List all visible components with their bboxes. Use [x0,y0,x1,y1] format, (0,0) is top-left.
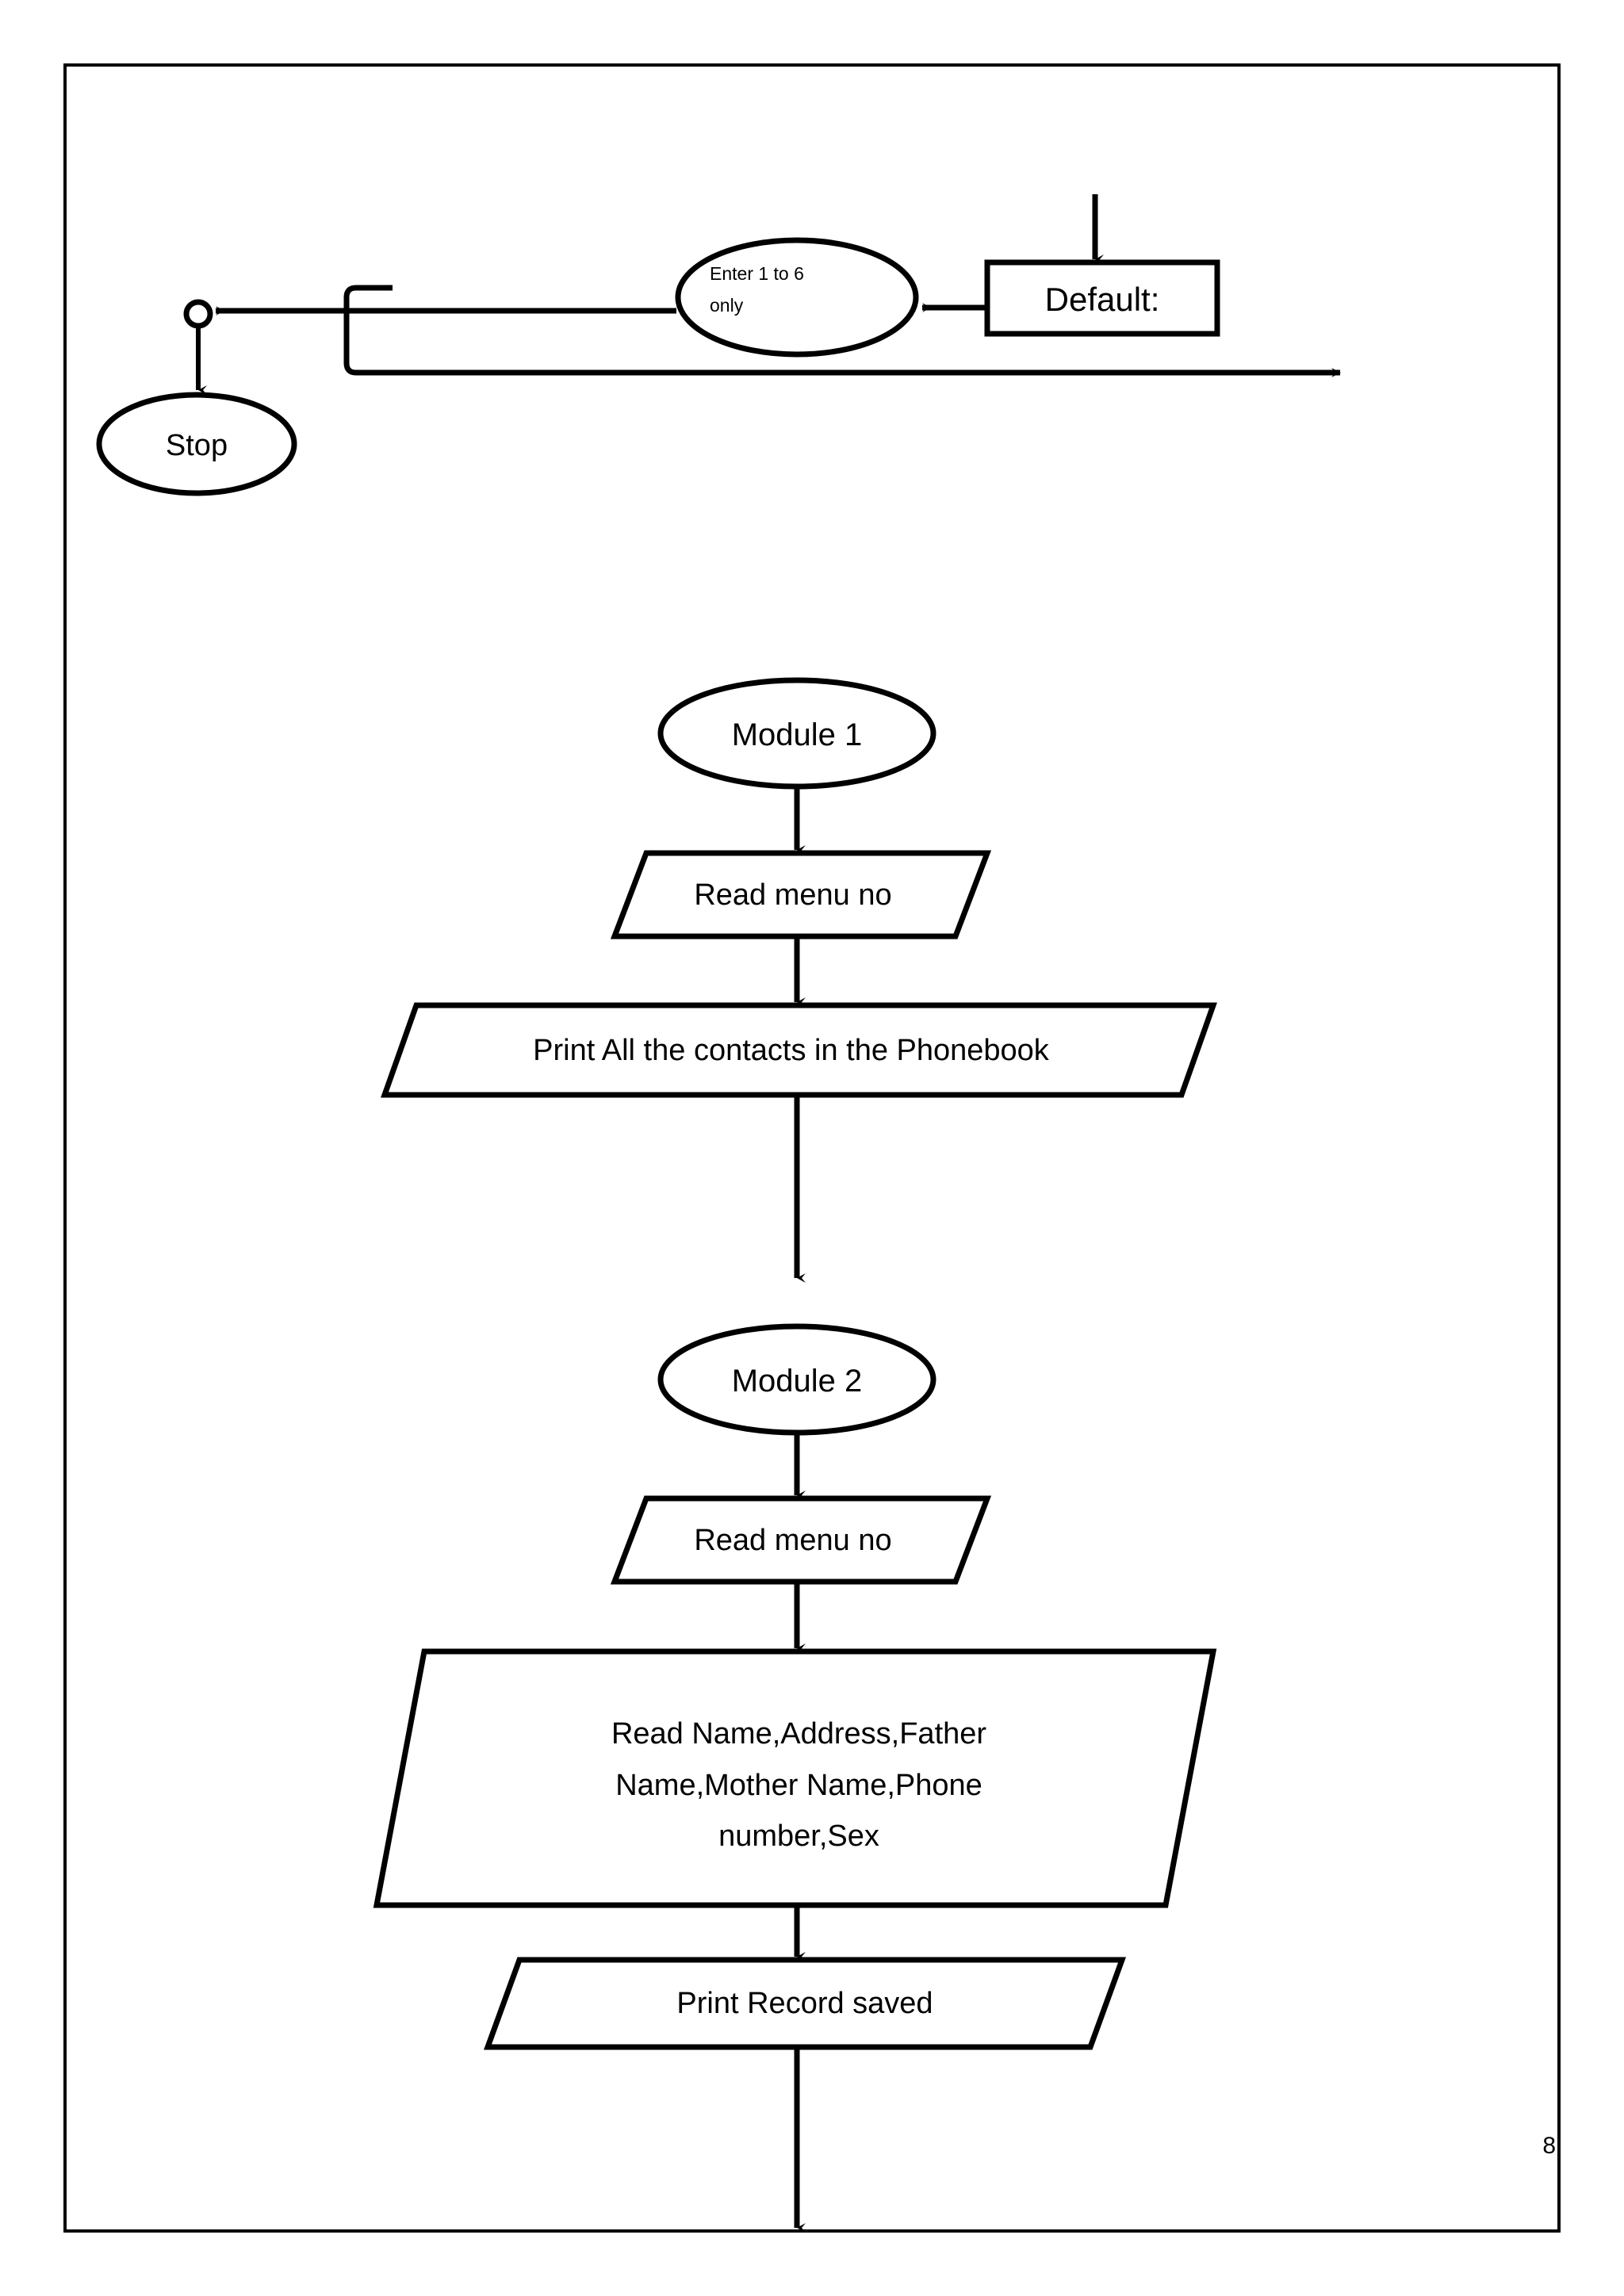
node-stop [96,392,297,496]
node-print-record-saved [484,1957,1126,2050]
node-default-box [984,259,1220,337]
page-number: 8 [1542,2133,1556,2159]
page-border [63,63,1561,2233]
node-module-1 [657,677,936,790]
connector-junction-circle [183,299,213,329]
node-read-menu-no-1 [610,850,992,939]
node-print-all-contacts [381,1002,1217,1098]
node-read-name-address [373,1648,1217,1908]
node-module-2 [657,1323,936,1436]
node-read-menu-no-2 [610,1495,992,1585]
node-enter-1-to-6-only [675,237,919,358]
edge-loopback-bracket [343,285,1341,377]
